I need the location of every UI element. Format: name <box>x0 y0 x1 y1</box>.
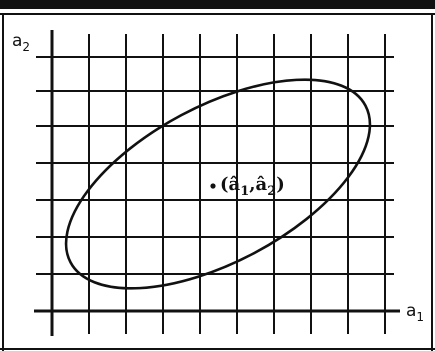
confidence-ellipse <box>64 78 372 290</box>
top-bar <box>0 0 435 9</box>
grid <box>36 34 394 334</box>
estimate-label: (â1,â2) <box>220 174 285 199</box>
estimate-point <box>210 183 216 189</box>
x-axis-label: a1 <box>406 301 424 324</box>
y-axis-label: a2 <box>12 31 30 54</box>
